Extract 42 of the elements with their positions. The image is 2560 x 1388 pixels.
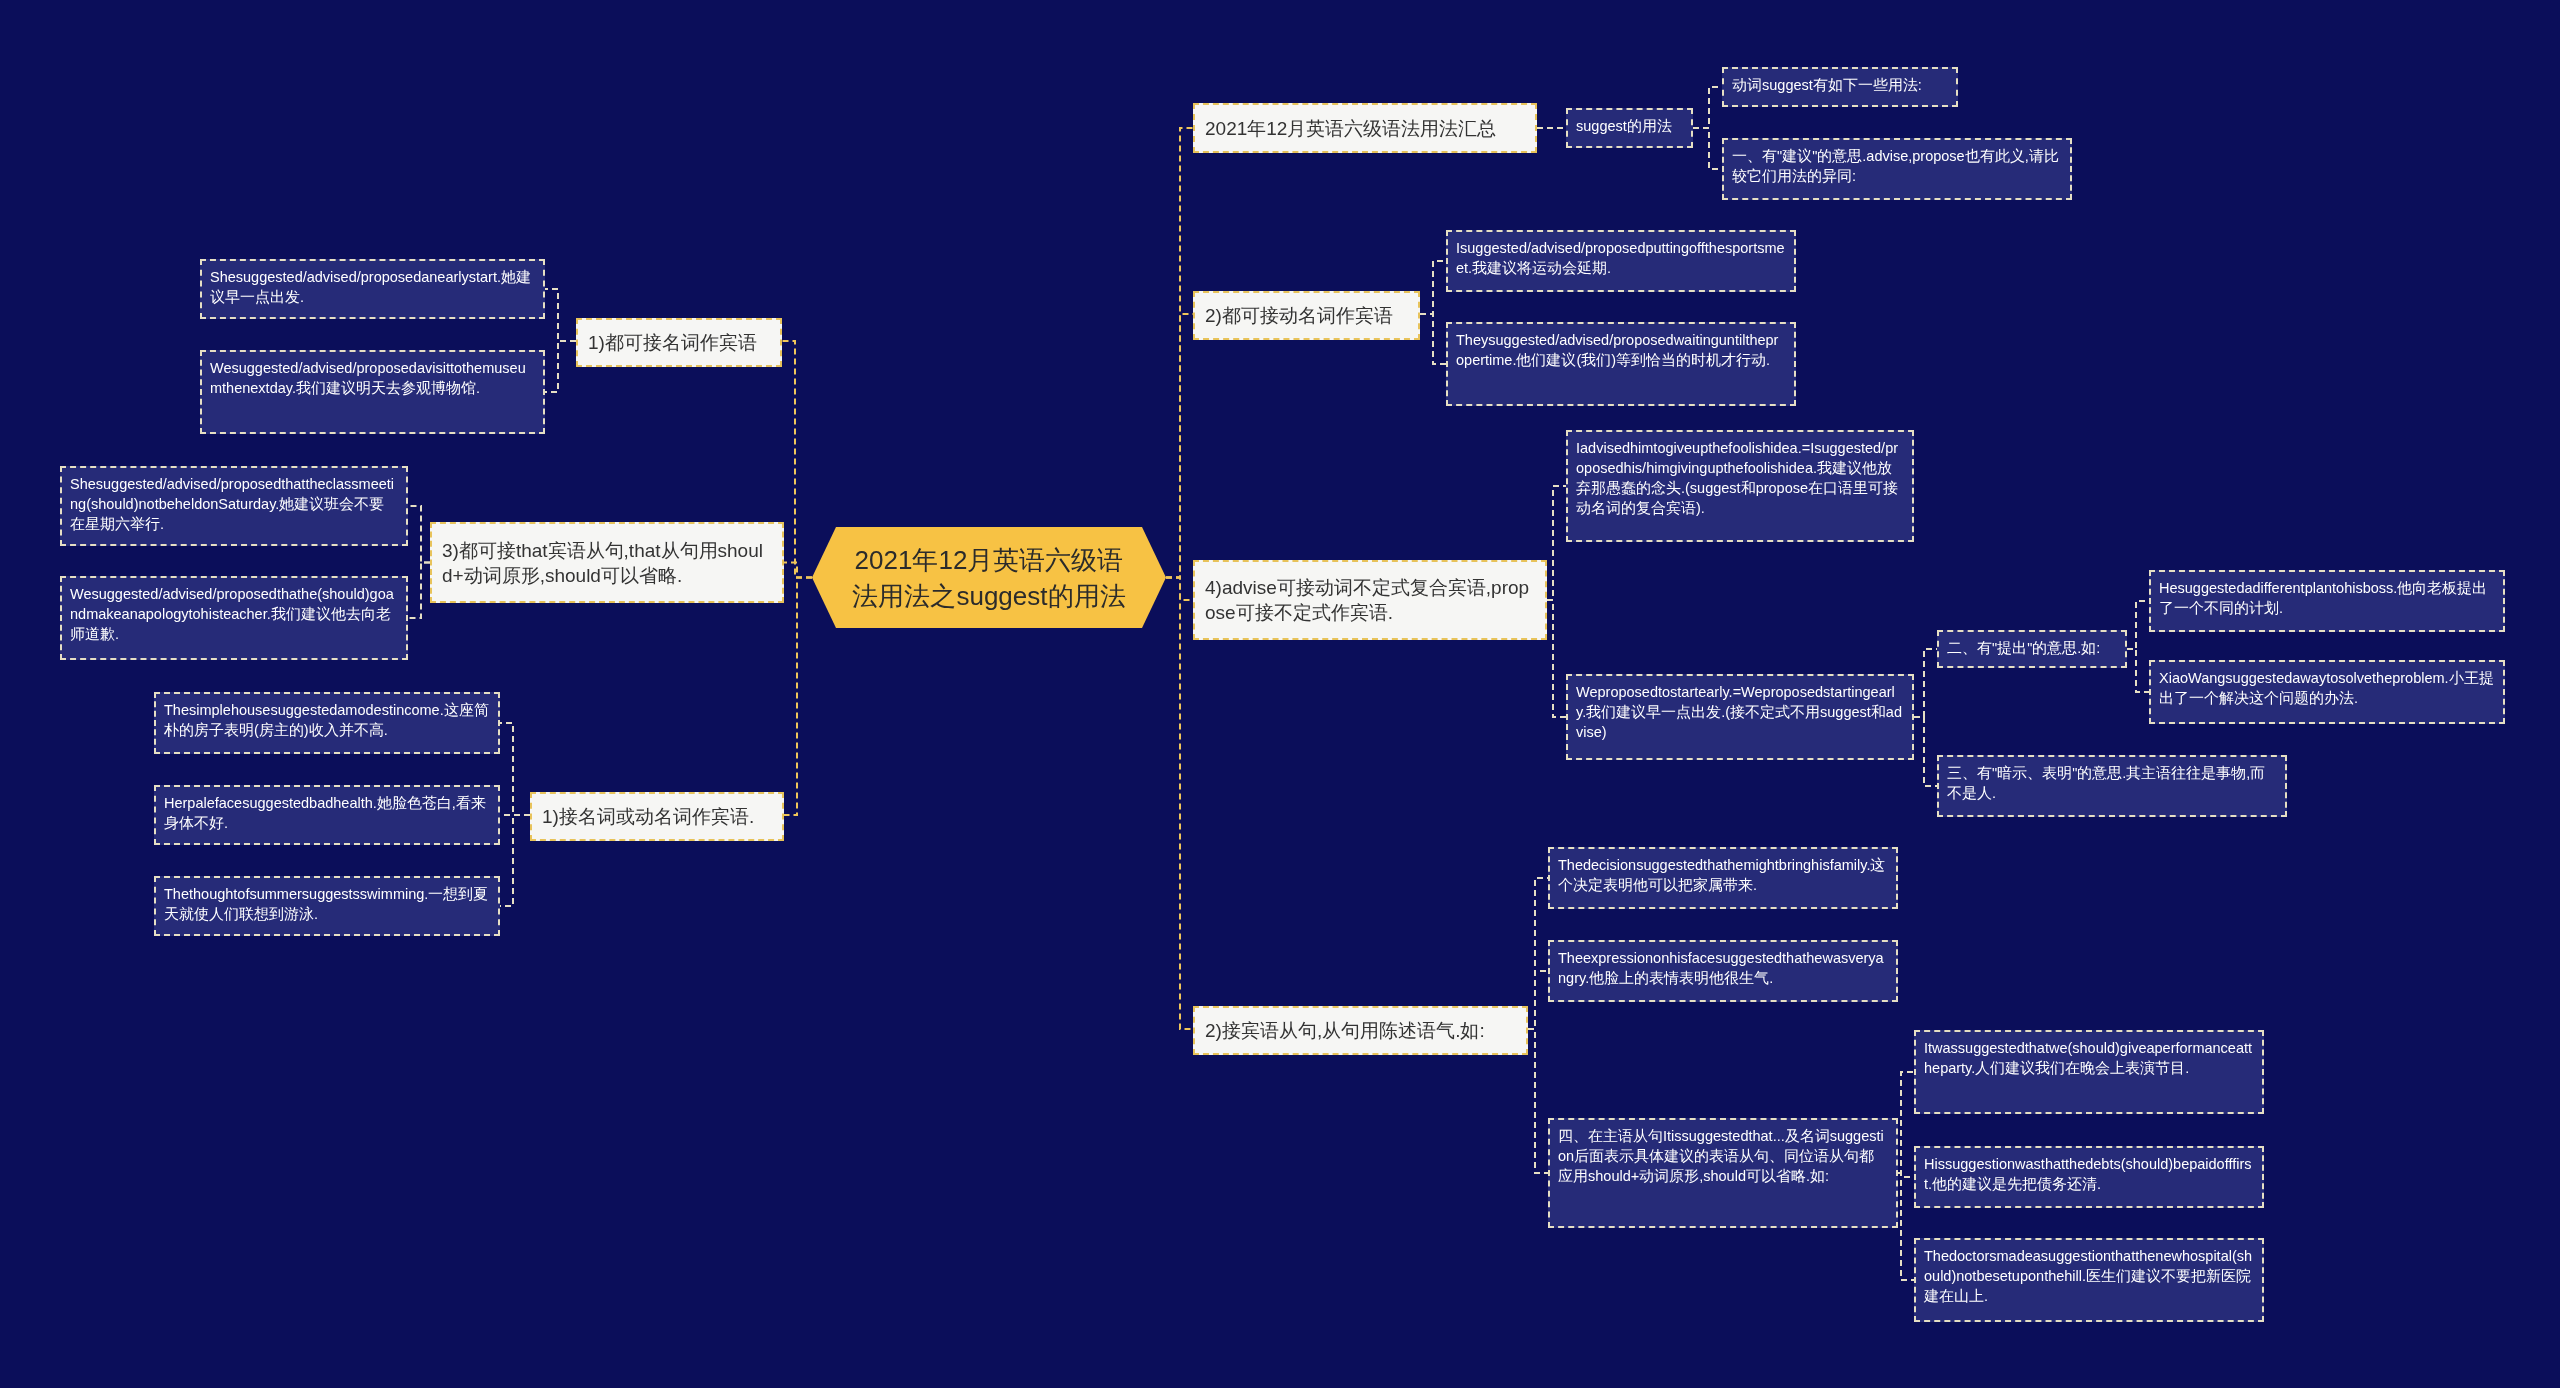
connector-line [407, 561, 431, 619]
topic-box: 2)接宾语从句,从句用陈述语气.如: [1193, 1006, 1528, 1055]
note-box: Hissuggestionwasthatthedebts(should)bepaidofffirst.他的建议是先把债务还清. [1914, 1146, 2264, 1208]
note-box: Wesuggested/advised/proposedthathe(should)goandmakeanapologytohisteacher.我们建议他去向老师道歉. [60, 576, 408, 660]
note-box: Weproposedtostartearly.=Weproposedstartingearly.我们建议早一点出发.(接不定式不用suggest和advise) [1566, 674, 1914, 760]
note-box: 四、在主语从句Itissuggestedthat...及名词suggestion后面表示具体建议的表语从句、同位语从句都应用should+动词原形,should可以省略.如: [1548, 1118, 1898, 1228]
note-box: 二、有"提出"的意思.如: [1937, 630, 2127, 668]
note-box: Itwassuggestedthatwe(should)giveaperformanceattheparty.人们建议我们在晚会上表演节目. [1914, 1030, 2264, 1114]
note-box: XiaoWangsuggestedawaytosolvetheproblem.小王提出了一个解决这个问题的办法. [2149, 660, 2505, 724]
note-box: Thedecisionsuggestedthathemightbringhisfamily.这个决定表明他可以把家属带来. [1548, 847, 1898, 909]
note-box: Theysuggested/advised/proposedwaitinguntilthepropertime.他们建议(我们)等到恰当的时机才行动. [1446, 322, 1796, 406]
note-box: Hesuggestedadifferentplantohisboss.他向老板提出了一个不同的计划. [2149, 570, 2505, 632]
note-box: Iadvisedhimtogiveupthefoolishidea.=Isuggested/proposedhis/himgivingupthefoolishidea.我建议他放弃那愚蠢的念头.(suggest和propose在口语里可接动名词的复合宾语). [1566, 430, 1914, 542]
note-box: Thethoughtofsummersuggestsswimming.一想到夏天就使人们联想到游泳. [154, 876, 500, 936]
central-topic: 2021年12月英语六级语法用法之suggest的用法 [812, 527, 1166, 628]
note-box: Shesuggested/advised/proposedthattheclassmeeting(should)notbeheldonSaturday.她建议班会不要在星期六举行. [60, 466, 408, 546]
topic-box: 2021年12月英语六级语法用法汇总 [1193, 103, 1537, 153]
note-box: Wesuggested/advised/proposedavisittothemuseumthenextday.我们建议明天去参观博物馆. [200, 350, 545, 434]
connector-line [783, 576, 813, 816]
note-box: Shesuggested/advised/proposedanearlystart.她建议早一点出发. [200, 259, 545, 319]
connector-line [544, 340, 577, 393]
topic-box: 4)advise可接动词不定式复合宾语,propose可接不定式作宾语. [1193, 560, 1547, 640]
topic-box: 3)都可接that宾语从句,that从句用should+动词原形,should可以省略. [430, 522, 784, 603]
note-box: Thedoctorsmadeasuggestionthatthenewhospital(should)notbesetuponthehill.医生们建议不要把新医院建在山上. [1914, 1238, 2264, 1322]
note-box: 动词suggest有如下一些用法: [1722, 67, 1958, 107]
note-box: Theexpressiononhisfacesuggestedthathewasveryangry.他脸上的表情表明他很生气. [1548, 940, 1898, 1002]
topic-box: 1)接名词或动名词作宾语. [530, 792, 784, 841]
note-box: Herpalefacesuggestedbadhealth.她脸色苍白,看来身体不好. [154, 785, 500, 845]
topic-box: 2)都可接动名词作宾语 [1193, 291, 1420, 340]
note-box: 三、有"暗示、表明"的意思.其主语往往是事物,而不是人. [1937, 755, 2287, 817]
topic-box: 1)都可接名词作宾语 [576, 318, 782, 367]
note-box: Thesimplehousesuggestedamodestincome.这座简朴的房子表明(房主的)收入并不高. [154, 692, 500, 754]
connector-line [1546, 599, 1567, 718]
connector-line [1165, 576, 1194, 1030]
connector-line [1419, 313, 1447, 365]
note-box: 一、有"建议"的意思.advise,propose也有此义,请比较它们用法的异同: [1722, 138, 2072, 200]
note-box: Isuggested/advised/proposedputtingoffthesportsmeet.我建议将运动会延期. [1446, 230, 1796, 292]
connector-line [2126, 648, 2150, 693]
note-box: suggest的用法 [1566, 108, 1693, 148]
connector-line [1527, 1028, 1549, 1174]
connector-line [1897, 1071, 1915, 1174]
connector-line [1913, 716, 1938, 787]
